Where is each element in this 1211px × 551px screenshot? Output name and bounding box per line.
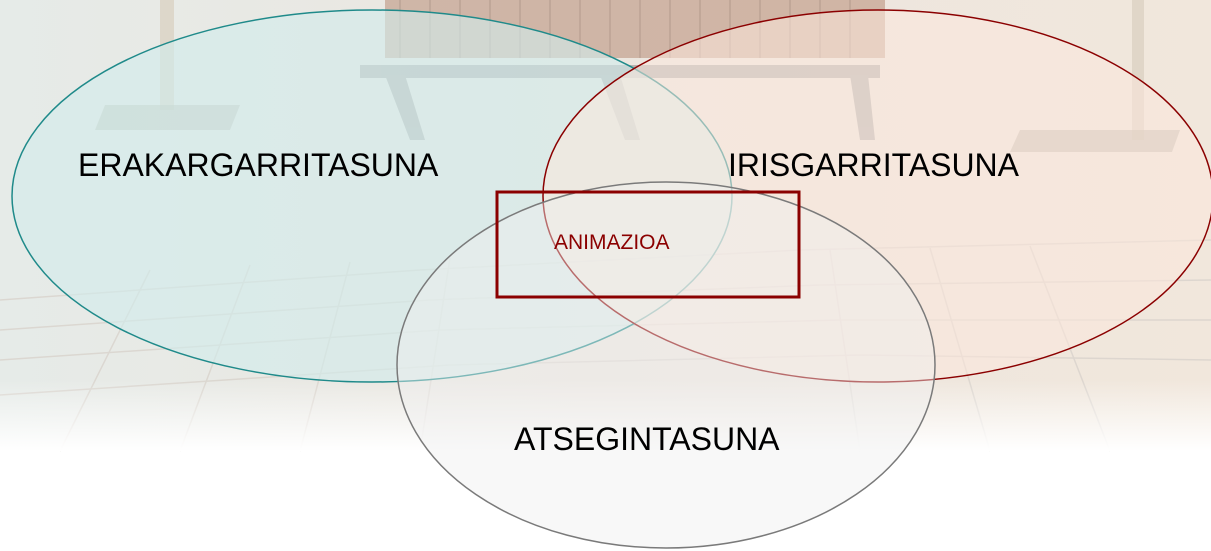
venn-label-erakargarritasuna: ERAKARGARRITASUNA bbox=[78, 147, 439, 183]
venn-label-irisgarritasuna: IRISGARRITASUNA bbox=[728, 147, 1020, 183]
venn-center-label: ANIMAZIOA bbox=[554, 231, 670, 254]
venn-center-box bbox=[495, 190, 801, 299]
venn-set-irisgarritasuna bbox=[542, 9, 1211, 383]
venn-label-atsegintasuna: ATSEGINTASUNA bbox=[514, 421, 780, 457]
